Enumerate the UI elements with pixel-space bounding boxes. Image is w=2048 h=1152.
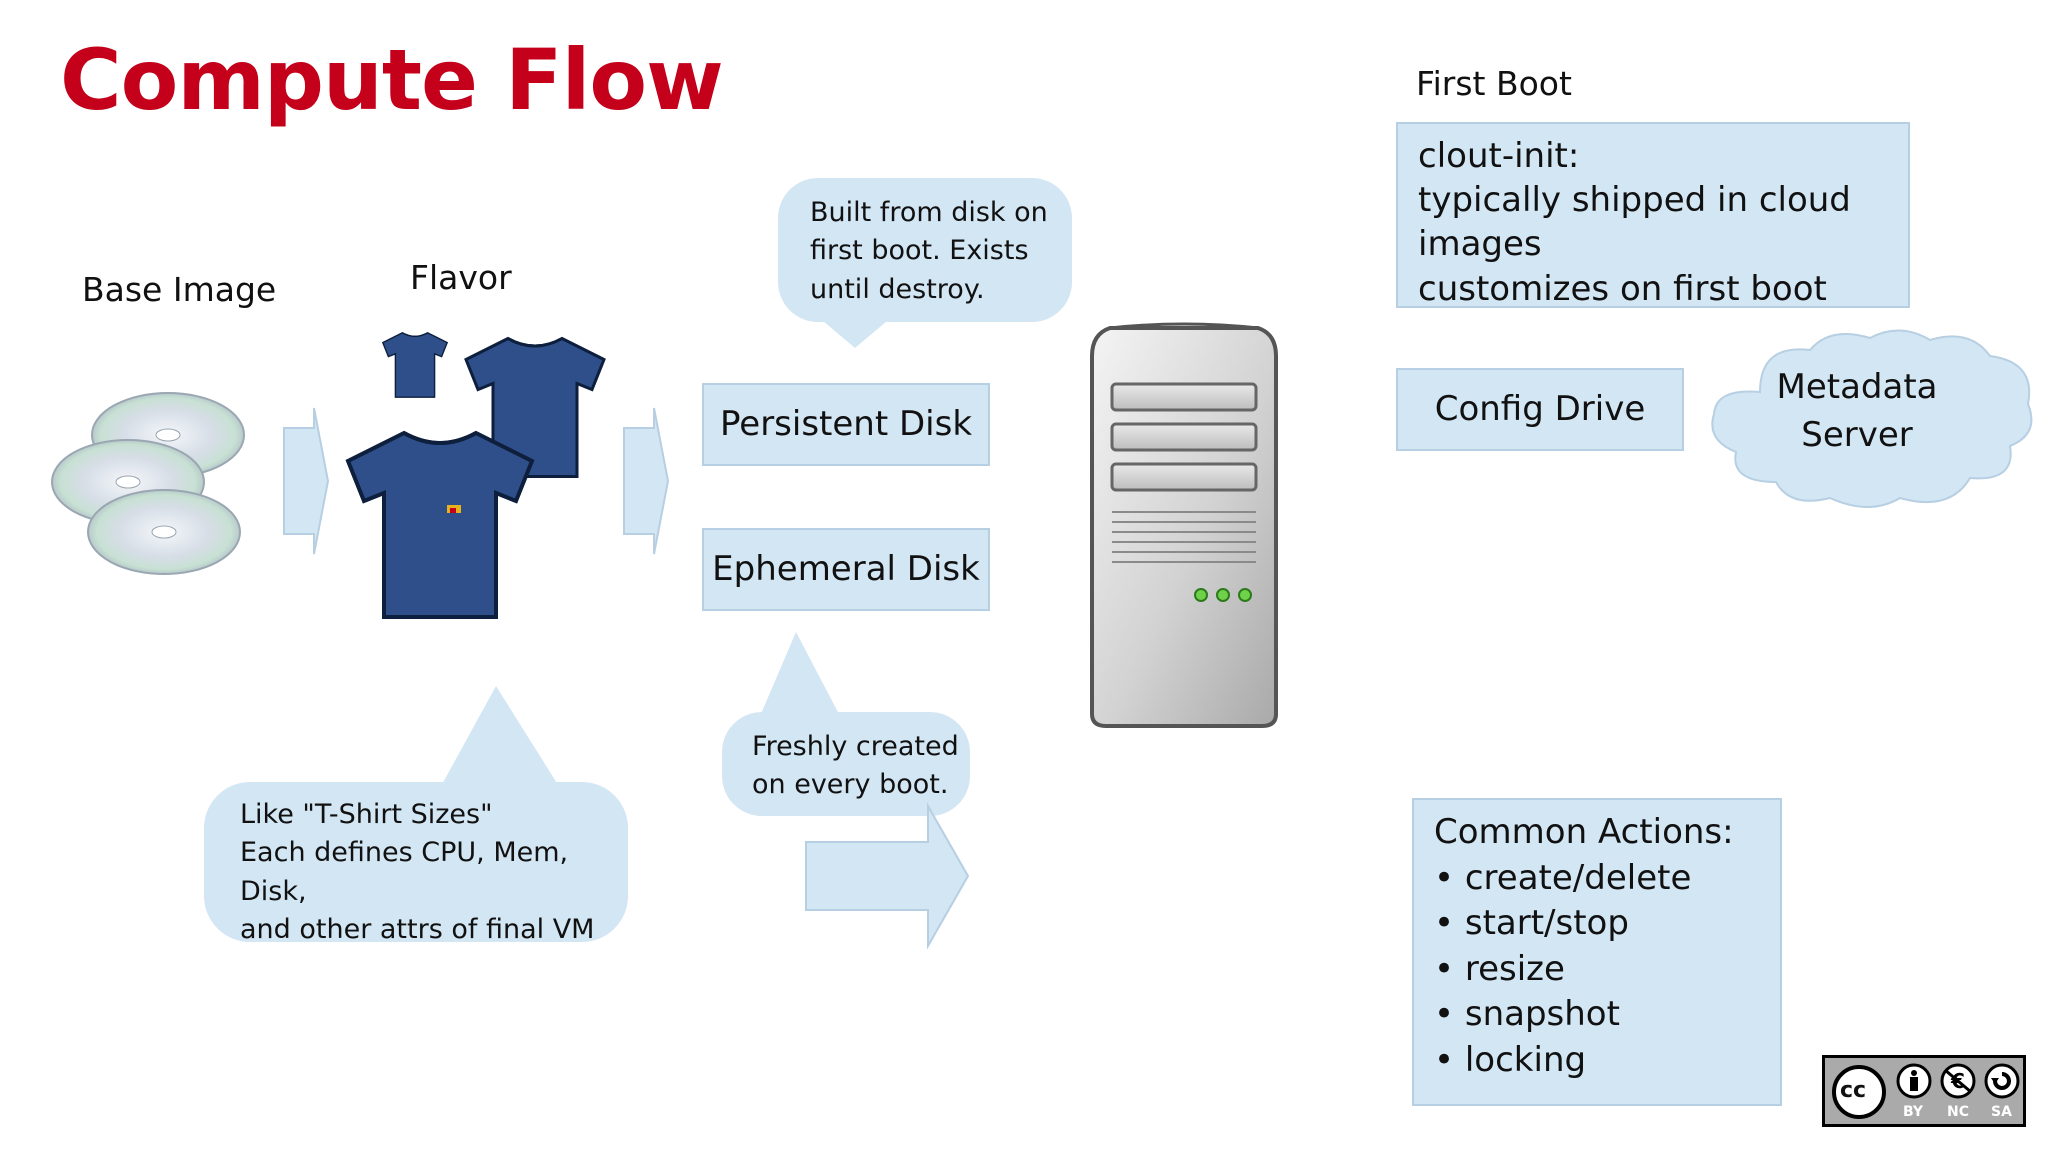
arrow-right-icon xyxy=(623,407,670,555)
page-title: Compute Flow xyxy=(60,31,724,129)
common-action-item: • locking xyxy=(1434,1039,1587,1080)
flavor-label: Flavor xyxy=(410,258,512,297)
common-action-item: • snapshot xyxy=(1434,994,1620,1035)
cloud-init-heading: clout-init: xyxy=(1418,136,1580,176)
ephemeral-callout-text: Freshly created on every boot. xyxy=(752,731,959,801)
config-drive-box: Config Drive xyxy=(1396,368,1684,451)
cloud-init-line: typically shipped in cloud images xyxy=(1418,180,1851,265)
sharealike-icon xyxy=(1984,1063,2020,1099)
common-actions-box: Common Actions: • create/delete • start/… xyxy=(1412,798,1782,1106)
ephemeral-callout: Freshly created on every boot. xyxy=(722,712,970,816)
arrow-right-icon xyxy=(283,407,330,555)
common-action-item: • create/delete xyxy=(1434,857,1692,898)
cloud-init-box: clout-init: typically shipped in cloud i… xyxy=(1396,122,1910,309)
attribution-icon xyxy=(1896,1063,1932,1099)
arrow-right-icon xyxy=(805,802,970,950)
metadata-server-label: Metadata Server xyxy=(1776,367,1938,455)
metadata-server: Metadata Server xyxy=(1700,362,2014,462)
config-drive-label: Config Drive xyxy=(1434,389,1646,430)
disc-stack-icon xyxy=(51,392,245,575)
nc-text: NC xyxy=(1947,1104,1969,1120)
persistent-callout-text: Built from disk on first boot. Exists un… xyxy=(810,197,1048,305)
ephemeral-disk-label: Ephemeral Disk xyxy=(712,549,980,590)
cc-text: cc xyxy=(1840,1078,1867,1103)
callout-pointer xyxy=(440,686,560,788)
common-action-item: • resize xyxy=(1434,948,1565,989)
first-boot-label: First Boot xyxy=(1416,64,1572,103)
cloud-init-line: customizes on first boot xyxy=(1418,268,1827,309)
cloud-icon xyxy=(1711,329,2033,508)
tshirt-sizes-icon xyxy=(340,331,606,635)
server-icon xyxy=(1090,322,1278,728)
persistent-disk-box: Persistent Disk xyxy=(702,383,990,466)
common-action-item: • start/stop xyxy=(1434,903,1629,944)
persistent-disk-label: Persistent Disk xyxy=(719,404,973,445)
flavor-callout-text: Like "T-Shirt Sizes" Each defines CPU, M… xyxy=(240,799,595,945)
cc-icon xyxy=(1832,1065,1886,1119)
by-text: BY xyxy=(1903,1104,1924,1120)
common-actions-heading: Common Actions: xyxy=(1434,812,1734,852)
ephemeral-disk-box: Ephemeral Disk xyxy=(702,528,990,611)
noncommercial-icon: € xyxy=(1940,1063,1976,1099)
sa-text: SA xyxy=(1991,1104,2012,1120)
flavor-callout: Like "T-Shirt Sizes" Each defines CPU, M… xyxy=(204,782,628,945)
cc-license-badge: cc € BY NC SA xyxy=(1822,1055,2026,1127)
base-image-label: Base Image xyxy=(82,270,277,309)
callout-pointer xyxy=(760,632,840,716)
persistent-callout: Built from disk on first boot. Exists un… xyxy=(778,178,1072,322)
